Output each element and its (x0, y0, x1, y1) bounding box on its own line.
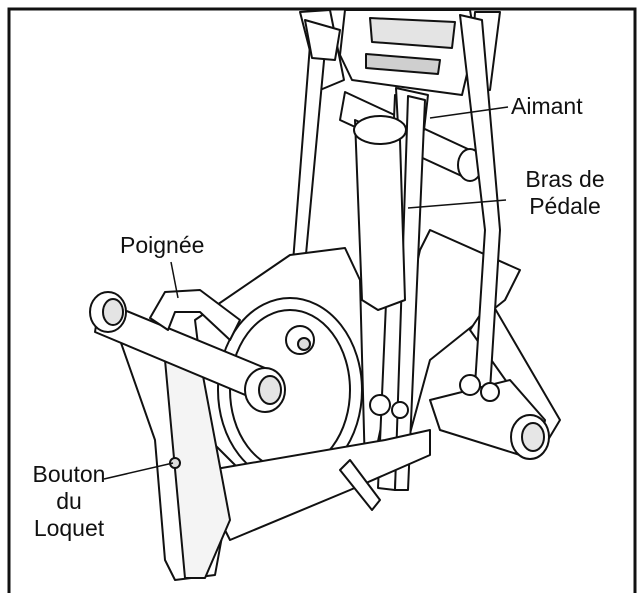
label-bras-line2: Pédale (529, 193, 601, 219)
figure-border (7, 7, 637, 593)
leader-bras (407, 199, 507, 209)
machine-drawing (89, 9, 561, 581)
label-bras-de-pedale: Bras de Pédale (507, 166, 623, 220)
label-aimant: Aimant (511, 93, 583, 119)
label-bouton-line1: Bouton (32, 461, 106, 487)
leader-poignee (170, 261, 179, 299)
label-bras-line1: Bras de (525, 166, 605, 192)
label-bouton-line3: Loquet (33, 515, 105, 541)
label-bouton-line2: du (56, 488, 82, 514)
leader-aimant (429, 106, 509, 119)
leader-bouton (103, 462, 174, 480)
label-bouton-du-loquet: Bouton du Loquet (10, 461, 128, 542)
label-poignee: Poignée (120, 232, 205, 258)
upright-column (354, 119, 406, 311)
left-upper-arm (292, 44, 326, 266)
leader-lines (103, 106, 509, 480)
